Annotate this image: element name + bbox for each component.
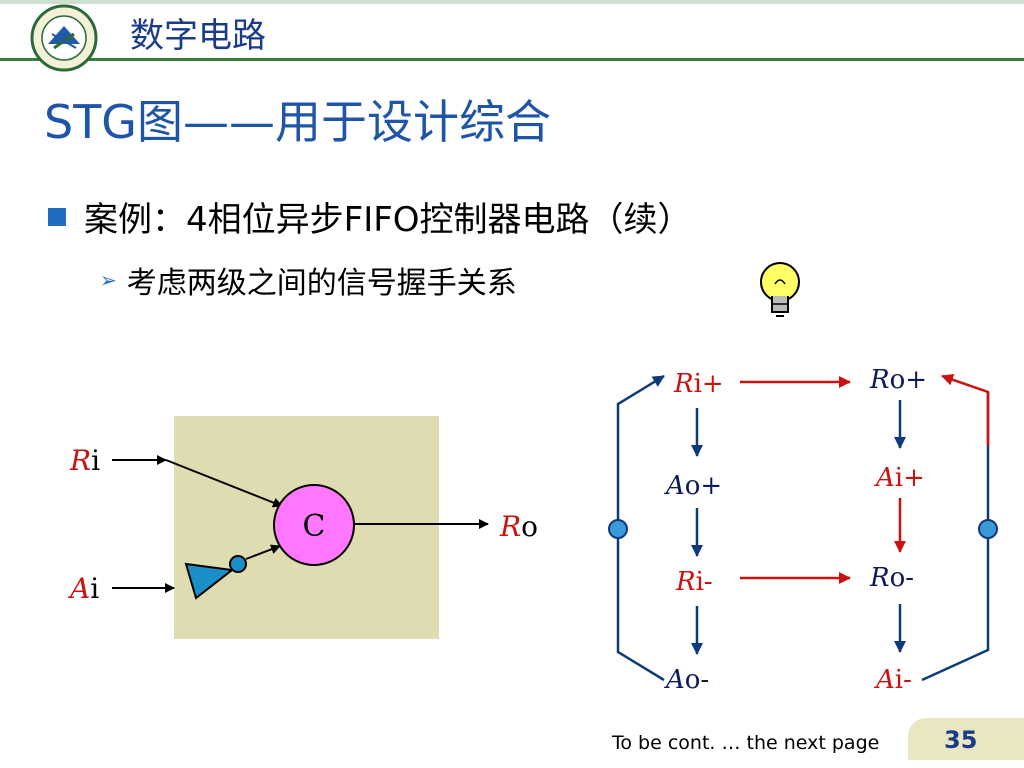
inverter-bubble (229, 555, 247, 573)
bullet-level1: 案例：4相位异步FIFO控制器电路（续） (44, 192, 692, 241)
inverter-triangle (184, 562, 235, 600)
stg-ri-minus: Ri- (675, 567, 713, 597)
left-place-token (608, 519, 628, 539)
stg-ro-plus: Ro+ (869, 365, 927, 395)
label-ri: Ri (69, 444, 100, 477)
right-place-token (978, 519, 998, 539)
arc-loop-to-ro-plus (941, 373, 990, 446)
course-title: 数字电路 (130, 16, 266, 56)
label-ro: Ro (499, 510, 538, 543)
c-element-label: C (303, 509, 326, 544)
header-divider (0, 58, 1024, 61)
ri-to-gate-wire (165, 459, 283, 508)
lightbulb-icon (760, 262, 800, 317)
page-number-box (908, 718, 1024, 760)
arrow-bullet-icon: ➢ (100, 268, 117, 292)
top-band (0, 0, 1024, 4)
stg-ro-minus: Ro- (869, 563, 914, 593)
bullet-level1-text: 案例：4相位异步FIFO控制器电路（续） (84, 200, 692, 240)
stg-ai-plus: Ai+ (874, 463, 925, 493)
square-bullet-icon (48, 207, 66, 226)
stg-ai-minus: Ai- (874, 665, 912, 695)
stg-ri-plus: Ri+ (673, 369, 724, 399)
arc-ai-minus-loop (921, 392, 990, 682)
stg-ao-plus: Ao+ (664, 471, 722, 501)
inverter-to-gate-wire (245, 544, 281, 560)
continuation-note: To be cont. … the next page (612, 732, 880, 754)
bullet-level2: ➢ 考虑两级之间的信号握手关系 (100, 258, 517, 302)
label-ai: Ai (67, 572, 99, 605)
stg-ao-minus: Ao- (664, 665, 709, 695)
university-logo (30, 4, 98, 72)
bullet-level2-text: 考虑两级之间的信号握手关系 (126, 266, 517, 301)
page-number: 35 (944, 726, 978, 754)
slide-title: STG图——用于设计综合 (44, 95, 551, 149)
